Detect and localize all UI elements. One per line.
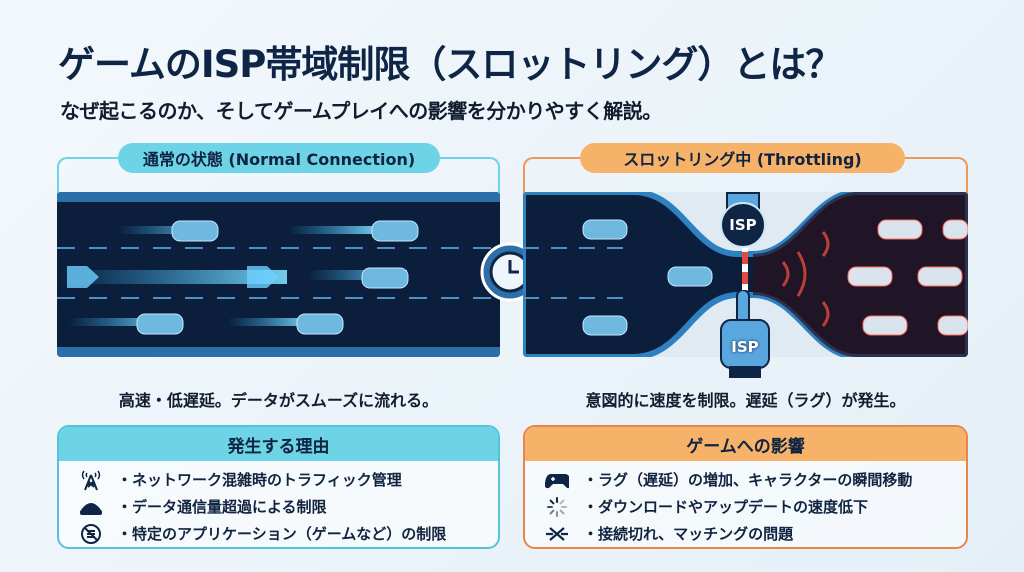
normal-caption: 高速・低遅延。データがスムーズに流れる。 xyxy=(118,391,439,410)
list-item: ・ダウンロードやアップデートの速度低下 xyxy=(525,493,966,520)
gamepad-icon xyxy=(545,469,569,491)
stop-hand-icon: ISP xyxy=(715,183,771,253)
isp-bottom-label: ISP xyxy=(731,338,759,356)
normal-road-illustration xyxy=(57,192,500,357)
list-item: ・ラグ（遅延）の増加、キャラクターの瞬間移動 xyxy=(525,466,966,493)
list-item: ・接続切れ、マッチングの問題 xyxy=(525,520,966,547)
reasons-title: 発生する理由 xyxy=(59,427,498,461)
page-title: ゲームのISP帯域制限（スロットリング）とは？ xyxy=(58,43,842,86)
impact-text: ・ダウンロードやアップデートの速度低下 xyxy=(583,498,869,516)
normal-label: 通常の状態 (Normal Connection) xyxy=(118,143,440,173)
impact-title: ゲームへの影響 xyxy=(525,427,966,461)
reason-text: ・特定のアプリケーション（ゲームなど）の制限 xyxy=(117,525,447,543)
reason-text: ・データ通信量超過による制限 xyxy=(117,498,327,516)
impact-text: ・接続切れ、マッチングの問題 xyxy=(583,525,794,543)
disconnect-icon xyxy=(545,523,569,545)
isp-top-label: ISP xyxy=(729,216,757,234)
blocked-app-icon xyxy=(79,523,103,545)
reason-text: ・ネットワーク混雑時のトラフィック管理 xyxy=(117,471,402,489)
throttling-caption: 意図的に速度を制限。遅延（ラグ）が発生。 xyxy=(585,391,906,410)
reasons-box: 発生する理由 ・ネットワーク混雑時のトラフィック管理 ・データ通信量超過による制… xyxy=(57,425,500,549)
impact-box: ゲームへの影響 ・ラグ（遅延）の増加、キャラクターの瞬間移動 ・ダウンロードやア… xyxy=(523,425,968,549)
pointing-hand-icon: ISP xyxy=(715,289,775,380)
list-item: ・特定のアプリケーション（ゲームなど）の制限 xyxy=(59,520,498,547)
router-icon xyxy=(79,496,103,518)
throttling-road-illustration xyxy=(523,192,968,357)
list-item: ・ネットワーク混雑時のトラフィック管理 xyxy=(59,466,498,493)
cell-tower-icon xyxy=(79,469,103,491)
impact-text: ・ラグ（遅延）の増加、キャラクターの瞬間移動 xyxy=(583,471,913,489)
throttling-label: スロットリング中 (Throttling) xyxy=(580,143,905,173)
page-subtitle: なぜ起こるのか、そしてゲームプレイへの影響を分かりやすく解説。 xyxy=(60,99,662,123)
list-item: ・データ通信量超過による制限 xyxy=(59,493,498,520)
loading-spinner-icon xyxy=(545,496,569,518)
